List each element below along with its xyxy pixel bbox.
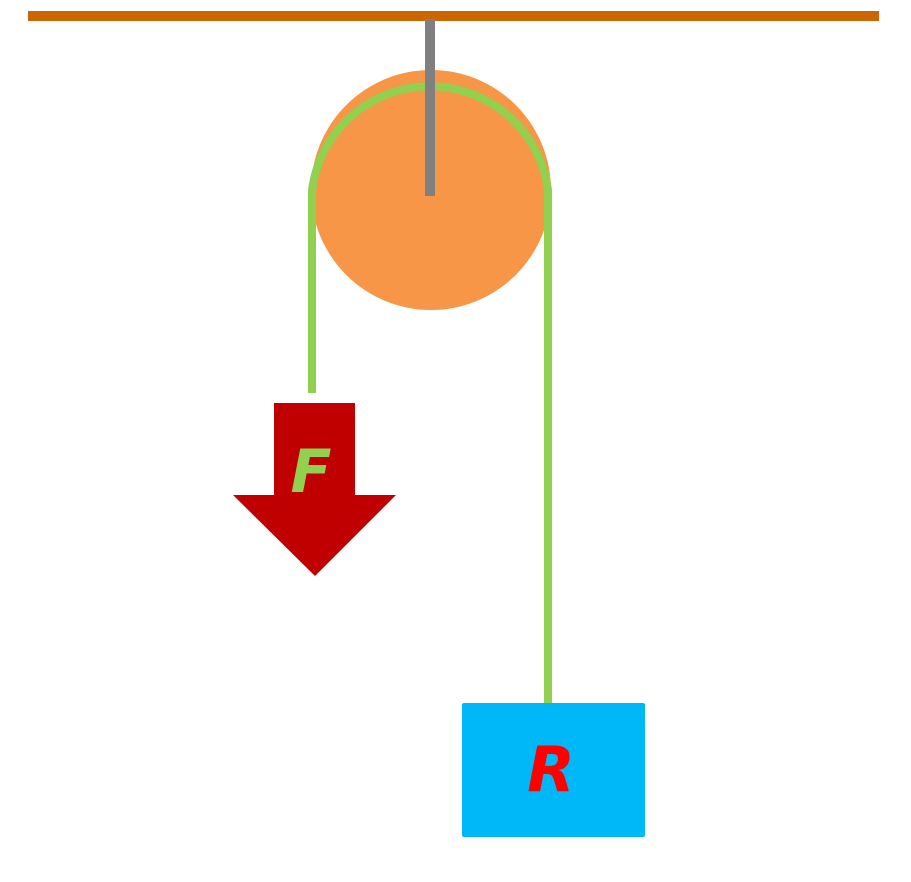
load-label: R <box>527 733 575 806</box>
axle-rod <box>425 19 435 196</box>
load-block-shape <box>462 703 645 837</box>
effort-arrow: F <box>233 403 396 576</box>
effort-label: F <box>291 437 332 507</box>
load-block: R <box>462 703 645 837</box>
effort-arrow-shape <box>233 403 396 576</box>
ceiling-beam <box>28 11 879 21</box>
